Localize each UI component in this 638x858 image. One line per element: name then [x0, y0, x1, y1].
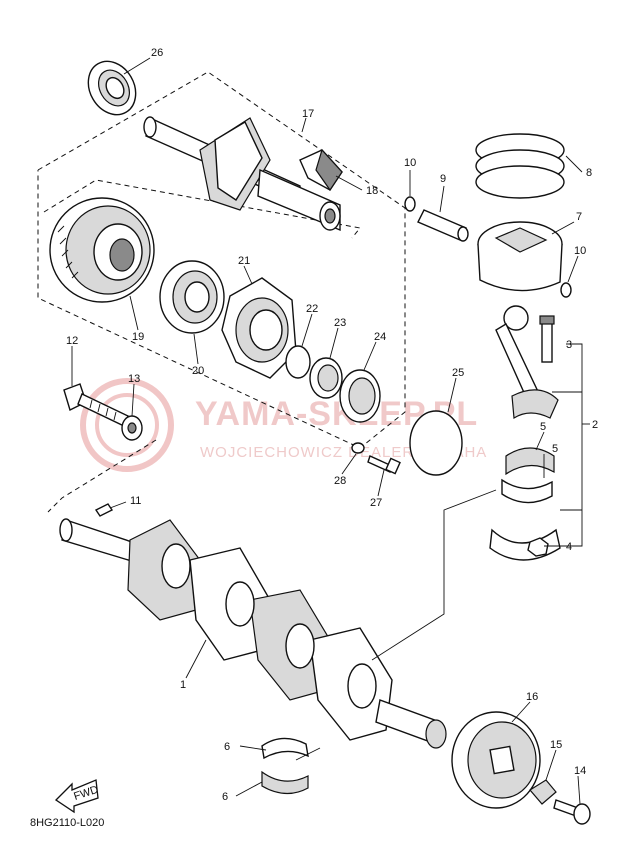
part-10-clip-right[interactable]	[560, 282, 572, 298]
callout-4: 4	[566, 541, 572, 553]
part-15-lock-washer[interactable]	[529, 779, 557, 805]
drawing-code: 8HG2110-L020	[30, 817, 104, 829]
part-8-piston-rings[interactable]	[475, 133, 565, 199]
callout-1: 1	[180, 679, 186, 691]
part-20-bearing[interactable]	[159, 260, 225, 334]
callout-5-lower: 5	[552, 443, 558, 455]
part-1-crankshaft[interactable]	[59, 518, 447, 749]
callout-12: 12	[66, 335, 78, 347]
part-12-bolt[interactable]	[63, 383, 129, 427]
part-11-key[interactable]	[94, 503, 114, 517]
part-24-oil-seal[interactable]	[339, 369, 381, 423]
part-14-bolt[interactable]	[553, 799, 591, 825]
part-21-bearing-housing[interactable]	[221, 277, 297, 379]
part-2-connecting-rod[interactable]	[495, 305, 559, 420]
part-7-piston[interactable]	[477, 221, 563, 292]
part-2-connecting-rod-cap[interactable]	[489, 528, 561, 561]
part-18-key[interactable]	[299, 148, 343, 192]
callout-5-upper: 5	[540, 421, 546, 433]
callout-21: 21	[238, 255, 250, 267]
callout-2: 2	[592, 419, 598, 431]
part-3-connecting-rod-bolt[interactable]	[539, 315, 555, 363]
callout-8: 8	[586, 167, 592, 179]
callout-26: 26	[151, 47, 163, 59]
part-5-conrod-bearing-upper[interactable]	[505, 447, 555, 476]
callout-22: 22	[306, 303, 318, 315]
leader-lines	[71, 57, 590, 805]
part-27-bolt[interactable]	[367, 455, 401, 475]
part-28-washer[interactable]	[351, 442, 365, 454]
callout-28: 28	[334, 475, 346, 487]
part-22-o-ring[interactable]	[285, 345, 311, 379]
callout-10-left: 10	[404, 157, 416, 169]
part-10-clip-left[interactable]	[404, 196, 416, 212]
callout-17: 17	[302, 108, 314, 120]
callout-11: 11	[130, 495, 141, 507]
callout-18: 18	[366, 185, 378, 197]
part-26-bearing[interactable]	[79, 53, 145, 123]
bolt-group-outline	[47, 439, 157, 513]
part-13-washer[interactable]	[121, 415, 143, 441]
part-19-balancer-gear[interactable]	[49, 197, 155, 303]
callout-3: 3	[566, 339, 572, 351]
callout-23: 23	[334, 317, 346, 329]
balancer-subgroup-outline	[43, 179, 361, 239]
part-25-o-ring[interactable]	[409, 410, 463, 476]
balancer-group-outline	[37, 71, 406, 449]
fwd-arrow-icon: FWD	[54, 779, 100, 814]
callout-24: 24	[374, 331, 386, 343]
callout-15: 15	[550, 739, 562, 751]
callout-9: 9	[440, 173, 446, 185]
callout-14: 14	[574, 765, 586, 777]
part-6-crank-bearing-lower[interactable]	[261, 770, 309, 795]
part-23-collar[interactable]	[309, 357, 343, 399]
callout-7: 7	[576, 211, 582, 223]
callout-20: 20	[192, 365, 204, 377]
callout-19: 19	[132, 331, 144, 343]
callout-6-upper: 6	[224, 741, 230, 753]
part-4-nut[interactable]	[527, 537, 549, 557]
part-16-primary-gear[interactable]	[451, 711, 541, 809]
callout-10-right: 10	[574, 245, 586, 257]
callout-27: 27	[370, 497, 382, 509]
part-9-piston-pin[interactable]	[417, 209, 469, 242]
callout-13: 13	[128, 373, 140, 385]
part-5-conrod-bearing-lower[interactable]	[501, 478, 553, 504]
callout-25: 25	[452, 367, 464, 379]
callout-16: 16	[526, 691, 538, 703]
callout-6-lower: 6	[222, 791, 228, 803]
callout-labels: 26 17 18 19 20 21 22 23 24 25 28 27 12 1…	[66, 47, 598, 803]
part-6-crank-bearing-upper[interactable]	[261, 737, 309, 760]
part-17-balancer-shaft[interactable]	[143, 116, 341, 232]
